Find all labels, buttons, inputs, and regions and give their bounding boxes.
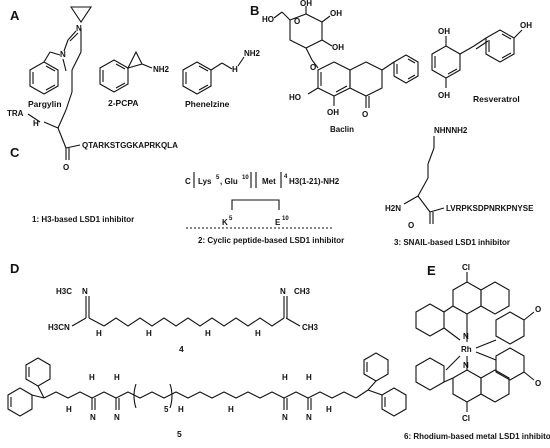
compound-4-structure [71, 296, 301, 327]
cyclic-glu-sup: 10 [242, 175, 249, 181]
baclin-oh-2: OH [330, 9, 342, 18]
resveratrol-structure [431, 29, 523, 88]
c5-nh-3: N [282, 413, 288, 422]
baclin-oh-3: OH [332, 43, 344, 52]
h3-aziridine-n: N [76, 24, 82, 33]
pargylin-n-atom: N [60, 50, 66, 59]
cyclic-met: Met [262, 177, 276, 186]
phenelzine-label: Phenelzine [185, 99, 230, 109]
pcpa-label: 2-PCPA [108, 98, 139, 108]
panel-label-c: C [10, 145, 20, 160]
panel-label-e: E [427, 263, 436, 278]
caption-compound-2: 2: Cyclic peptide-based LSD1 inhibitor [198, 236, 344, 245]
caption-compound-6: 6: Rhodium-based metal LSD1 inhibitor [404, 432, 550, 441]
h3-o: O [63, 163, 69, 172]
panel-label-d: D [10, 261, 19, 276]
snail-sequence: LVRPKSDPNRKPNYSE [446, 204, 534, 213]
cyclic-glu: , Glu [220, 177, 238, 186]
c4-h-1: H [96, 329, 102, 338]
rh-cl-top: Cl [462, 263, 470, 272]
rhodium-complex-structure [415, 272, 535, 412]
c5-h-4: H [178, 405, 184, 414]
cyclic-tail: H3(1-21)-NH2 [289, 177, 340, 186]
compound-4-label: 4 [179, 344, 184, 354]
c4-h-2: H [146, 329, 152, 338]
c5-sub-5: 5 [164, 405, 169, 414]
baclin-label: Baclin [330, 125, 354, 134]
baclin-oh-ring: OH [327, 108, 339, 117]
cyclic-c: C [185, 177, 191, 186]
c4-h-4: H [255, 329, 261, 338]
rh-o-bottom: O [535, 379, 541, 388]
cyclic-k5: K [222, 218, 228, 227]
pargylin-structure [29, 30, 79, 95]
c4-h-3: H [205, 329, 211, 338]
baclin-oh-1: OH [300, 0, 312, 8]
c4-h3c-top: H3C [56, 287, 72, 296]
rh-o-top: O [535, 305, 541, 314]
rh-cl-bottom: Cl [462, 414, 470, 423]
baclin-ho-acid: HO [262, 15, 274, 24]
baclin-o-ring: O [294, 17, 300, 26]
snail-nhnnh2: NHNNH2 [434, 126, 468, 135]
h3-nh: H [33, 119, 39, 128]
panel-label-a: A [10, 8, 20, 23]
c5-h-3: H [66, 405, 72, 414]
c4-ch3-bottom: CH3 [302, 323, 319, 332]
snail-o: O [408, 221, 414, 230]
c5-h-5: H [228, 405, 234, 414]
c5-nh-4: N [306, 413, 312, 422]
c5-h-7: H [306, 373, 312, 382]
c4-ch3-top: CH3 [294, 287, 311, 296]
pcpa-structure [99, 50, 153, 93]
pargylin-label: Pargylin [28, 99, 62, 109]
caption-compound-1: 1: H3-based LSD1 inhibitor [32, 215, 134, 224]
cyclic-peptide-structure: C Lys 5 , Glu 10 Met 4 H3(1-21)-NH2 K 5 … [185, 172, 340, 229]
h3-tra: TRA [7, 109, 24, 118]
panel-label-b: B [250, 3, 259, 18]
cyclic-four: 4 [284, 174, 288, 180]
caption-compound-3: 3: SNAIL-based LSD1 inhibitor [394, 238, 510, 247]
baclin-ho-ring: HO [289, 93, 301, 102]
c4-n-top: N [82, 287, 88, 296]
compound-5-label: 5 [177, 429, 182, 439]
resveratrol-label: Resveratrol [473, 94, 520, 104]
rh-n-top: N [463, 332, 469, 341]
c4-h3c-bottom: H3C [48, 323, 64, 332]
cyclic-k5-sup: 5 [229, 216, 233, 222]
c4-n-left: N [64, 323, 70, 332]
snail-inhibitor-structure [403, 136, 445, 224]
resveratrol-oh-2: OH [438, 91, 450, 100]
cyclic-e10: E [275, 218, 281, 227]
h3-sequence: QTARKSTGGKAPRKQLA [82, 141, 178, 150]
c5-h-8: H [326, 405, 332, 414]
rh-metal-center: Rh [461, 345, 472, 354]
snail-h2n: H2N [385, 204, 401, 213]
c5-h-1: H [89, 373, 95, 382]
c5-h-2: H [114, 373, 120, 382]
cyclic-e10-sup: 10 [282, 216, 289, 222]
phenelzine-nh2: NH2 [244, 49, 261, 58]
baclin-o-keto: O [362, 110, 368, 119]
c5-h-6: H [282, 373, 288, 382]
c5-nh-1: N [90, 413, 96, 422]
c4-n-right: N [280, 287, 286, 296]
phenelzine-h: H [232, 65, 238, 74]
resveratrol-oh-3: OH [520, 21, 532, 30]
h3-inhibitor-structure [27, 6, 93, 160]
phenelzine-structure [182, 56, 245, 95]
cyclic-lys: Lys [198, 177, 212, 186]
compound-5-structure [7, 352, 407, 417]
baclin-o-link: O [310, 63, 316, 72]
cyclic-lys-sup: 5 [216, 175, 220, 181]
resveratrol-oh-1: OH [438, 27, 450, 36]
baclin-structure [273, 6, 419, 108]
c5-nh-2: N [114, 413, 120, 422]
rh-n-bottom: N [463, 361, 469, 370]
pcpa-nh2: NH2 [153, 65, 170, 74]
